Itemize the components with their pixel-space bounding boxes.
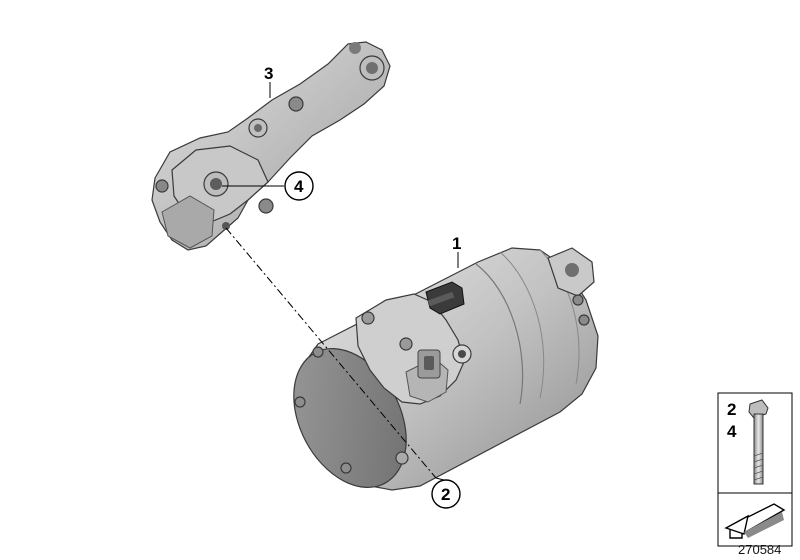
arrow-symbol-icon (724, 503, 786, 539)
legend-item-4: 4 (727, 422, 737, 441)
callout-2-label: 2 (441, 485, 450, 504)
legend-item-2: 2 (727, 400, 736, 419)
callout-4: 4 (222, 171, 314, 201)
bolt-alignment-line (225, 227, 437, 479)
engine-mount-bracket (151, 41, 391, 251)
callout-4-label: 4 (294, 177, 304, 196)
bolt-icon (748, 399, 769, 485)
document-number: 270584 (738, 542, 781, 557)
ac-compressor (293, 247, 599, 491)
callout-1: 1 (452, 234, 461, 268)
callout-3: 3 (264, 64, 273, 98)
callout-2: 2 (431, 477, 461, 509)
callout-1-label: 1 (452, 234, 461, 253)
callout-3-label: 3 (264, 64, 273, 83)
parts-legend: 2 4 (717, 392, 793, 547)
